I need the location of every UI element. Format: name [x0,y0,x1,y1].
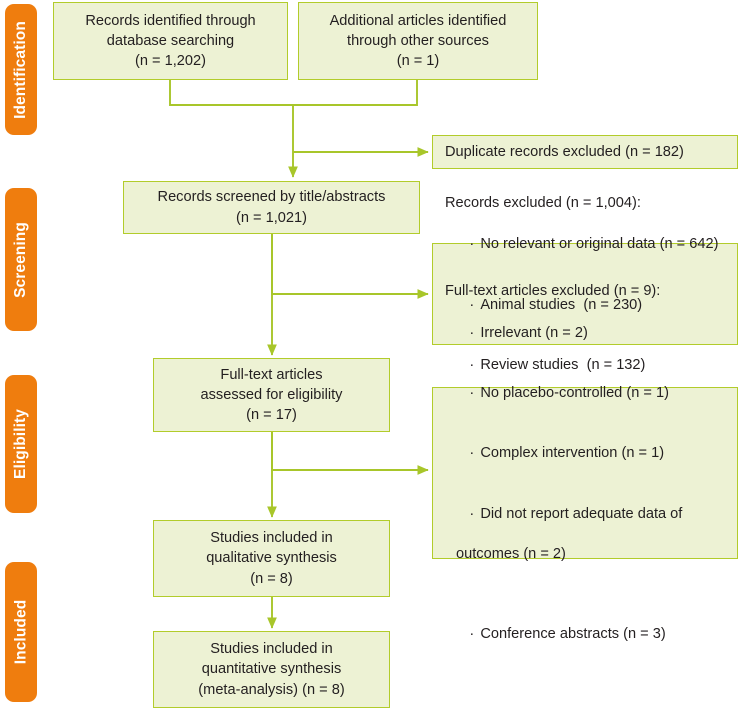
box-line: qualitative synthesis [206,550,337,567]
bullet-glyph: · [469,445,475,462]
box-line: (meta-analysis) (n = 8) [198,681,345,698]
exclusion-item: · Animal studies (n = 230) [445,274,642,334]
stage-bar-identification: Identification [5,4,37,135]
exclusion-item-text: No placebo-controlled (n = 1) [480,384,669,401]
exclusion-item-text: Conference abstracts (n = 3) [480,626,666,643]
box-fulltext-assessed: Full-text articles assessed for eligibil… [153,358,390,432]
exclusion-item: · Complex intervention (n = 1) [445,423,664,483]
exclusion-item-text: Review studies (n = 132) [480,356,646,373]
fulltext-excluded-branch [271,432,429,475]
exclusion-item-text: No relevant or original data (n = 642) [480,236,719,253]
box-records-excluded: Records excluded (n = 1,004): · No releva… [432,195,738,373]
box-line: (n = 1,202) [135,53,206,70]
merge-connector [169,80,418,106]
stage-label-eligibility: Eligibility [12,409,29,479]
box-line: Duplicate records excluded (n = 182) [445,143,684,160]
box-duplicate-records-excluded: Duplicate records excluded (n = 182) [432,135,738,169]
box-line: (n = 1,021) [236,209,307,226]
bullet-glyph: · [469,324,475,341]
box-line: (n = 17) [246,407,297,424]
exclusion-item: · No placebo-controlled (n = 1) [445,363,669,423]
box-line: Additional articles identified [329,12,507,29]
exclusion-item: · Conference abstracts (n = 3) [445,604,666,664]
exclusion-item-continuation: outcomes (n = 2) [456,545,566,562]
bullet-glyph: · [469,236,475,253]
box-records-identified-database: Records identified through database sear… [53,2,288,80]
box-line: Full-text articles [220,366,323,383]
bullet-glyph: · [469,384,475,401]
bullet-glyph: · [469,505,475,522]
exclusion-item: · Irrelevant (n = 2) [445,302,588,362]
box-line: assessed for eligibility [200,386,343,403]
box-fulltext-excluded: Full-text articles excluded (n = 9): · Ir… [432,283,738,642]
exclusion-item-text: Irrelevant (n = 2) [480,324,588,341]
stage-bar-included: Included [5,562,37,702]
exclusion-item-text: Animal studies (n = 230) [480,296,643,313]
exclusion-item: · Did not report adequate data of outcome… [445,484,682,605]
box-records-screened: Records screened by title/abstracts (n =… [123,181,420,234]
box-line: Records screened by title/abstracts [157,189,386,206]
box-line: Records identified through [85,12,256,29]
box-quantitative-synthesis: Studies included in quantitative synthes… [153,631,390,708]
stage-label-included: Included [12,599,29,665]
stage-bar-screening: Screening [5,188,37,331]
screened-excluded-branch [271,234,429,299]
bullet-glyph: · [469,626,475,643]
box-line: Studies included in [210,641,333,658]
stage-label-screening: Screening [12,221,29,298]
box-line: Studies included in [210,530,333,547]
box-additional-articles-other-sources: Additional articles identified through o… [298,2,538,80]
exclusion-heading: Records excluded (n = 1,004): [445,194,641,211]
exclusion-heading: Full-text articles excluded (n = 9): [445,283,661,300]
bullet-glyph: · [469,356,475,373]
exclusion-item: · No relevant or original data (n = 642) [445,214,718,274]
box-line: database searching [106,32,235,49]
bullet-glyph: · [469,296,475,313]
stage-label-identification: Identification [12,20,29,119]
stage-bar-eligibility: Eligibility [5,375,37,513]
exclusion-item-text: Complex intervention (n = 1) [480,445,665,462]
box-line: (n = 8) [250,570,293,587]
box-qualitative-synthesis: Studies included in qualitative synthesi… [153,520,390,597]
box-line: through other sources [347,32,489,49]
box-line: (n = 1) [396,53,440,70]
exclusion-item-text: Did not report adequate data of [480,505,683,522]
exclusion-item: · Review studies (n = 132) [445,335,645,395]
box-line: quantitative synthesis [201,661,342,678]
